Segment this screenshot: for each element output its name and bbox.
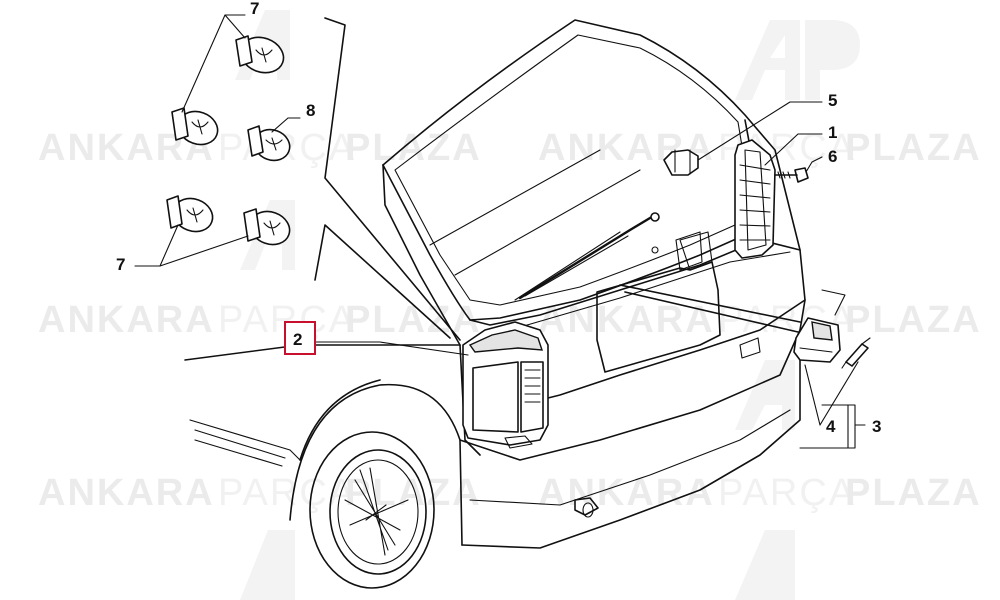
tailgate-handle (675, 231, 703, 271)
tail-light-lens-side (520, 361, 544, 433)
watermark-row-1: ANKARA PARÇA PLAZA ANKARA PARÇA PLAZA (38, 127, 982, 169)
callout-1: 1 (828, 123, 837, 142)
watermark-word: ANKARA (538, 472, 715, 514)
exhaust-tip (582, 502, 594, 518)
watermark-word: ANKARA (538, 299, 715, 341)
plate-recess (596, 261, 721, 373)
leader-lines (134, 14, 866, 449)
side-trim-line (189, 419, 301, 467)
watermark-word: PLAZA (345, 127, 482, 169)
tail-light-lower-lens (504, 435, 533, 449)
festoon-bulb-cap (841, 337, 871, 369)
callout-5: 5 (828, 91, 837, 110)
bumper-reflector (739, 337, 761, 359)
roof-outline (382, 19, 801, 251)
exhaust-pipe (574, 497, 599, 516)
tail-light-ribs (524, 369, 541, 403)
bulb-8 (247, 125, 291, 162)
callout-6: 6 (828, 147, 837, 166)
watermark-word: PLAZA (845, 127, 982, 169)
rear-wiper-arm (518, 213, 657, 300)
bulb-7-top-b (171, 107, 219, 146)
rear-wiper-blade (514, 231, 629, 301)
festoon-bulb (845, 343, 869, 367)
callout-2: 2 (293, 330, 302, 349)
clip-head (674, 149, 691, 175)
bulb-7-bottom-b (243, 208, 291, 246)
callout-2-highlight[interactable]: 2 (284, 321, 316, 355)
rear-bumper-lower (461, 329, 801, 549)
callout-labels: 7 8 7 5 1 6 4 3 2 (116, 0, 881, 436)
tailgate-lower (469, 239, 806, 401)
callout-4: 4 (826, 417, 836, 436)
callout-3: 3 (872, 417, 881, 436)
rear-window-reflection (429, 149, 641, 276)
watermark-word: ANKARA (38, 299, 215, 341)
callout-2-box[interactable] (284, 321, 316, 355)
high-level-lamp-assembly (734, 139, 776, 259)
callout-7-bottom: 7 (116, 255, 125, 274)
licence-plate-lamp (793, 317, 871, 369)
watermark-word: PLAZA (345, 472, 482, 514)
screw-thread (777, 171, 791, 179)
tail-light-top-lens (468, 329, 543, 353)
rear-window-outer (382, 119, 761, 321)
bumper-groove (469, 409, 791, 506)
watermark-layer: ANKARA PARÇA PLAZA ANKARA PARÇA PLAZA AN… (38, 10, 982, 600)
tail-light-lens-main (472, 361, 519, 433)
watermark-row-3: ANKARA PARÇA PLAZA ANKARA PARÇA PLAZA (38, 472, 982, 514)
watermark-word: PLAZA (845, 299, 982, 341)
watermark-word: PARÇA (718, 472, 856, 514)
plate-lamp-rim (799, 347, 833, 353)
wiper-pivot (650, 212, 660, 222)
bulbs-group (166, 35, 291, 246)
tailgate-lock (651, 246, 659, 254)
clip-part (663, 149, 699, 176)
callout-7-top: 7 (250, 0, 259, 18)
plate-lamp-lens (811, 321, 833, 341)
bulb-7-top-a (235, 35, 285, 74)
rear-window-inner (394, 34, 751, 306)
watermark-word: PLAZA (845, 472, 982, 514)
rear-wheel-arch-outer (299, 379, 381, 461)
side-lamp-ribs (739, 164, 771, 241)
rear-tyre (309, 431, 435, 589)
screw-head (794, 167, 809, 183)
plate-recess-inner (679, 231, 713, 271)
watermark-word: ANKARA (38, 472, 215, 514)
rear-wheel-arch (289, 383, 463, 546)
wheel-cover-badge (365, 504, 387, 521)
watermark-word: PARÇA (218, 472, 356, 514)
rear-wheel-rim (329, 449, 427, 575)
watermark-word: PLAZA (345, 299, 482, 341)
tailgate-crease (509, 251, 791, 331)
c-pillar (382, 164, 461, 346)
tail-light-assembly (462, 321, 549, 449)
callout-8: 8 (306, 101, 315, 120)
wheel-cover (337, 459, 419, 565)
bulb-7-bottom-a (166, 195, 214, 233)
side-lamp-inner (744, 149, 767, 251)
screw-part (774, 167, 809, 183)
